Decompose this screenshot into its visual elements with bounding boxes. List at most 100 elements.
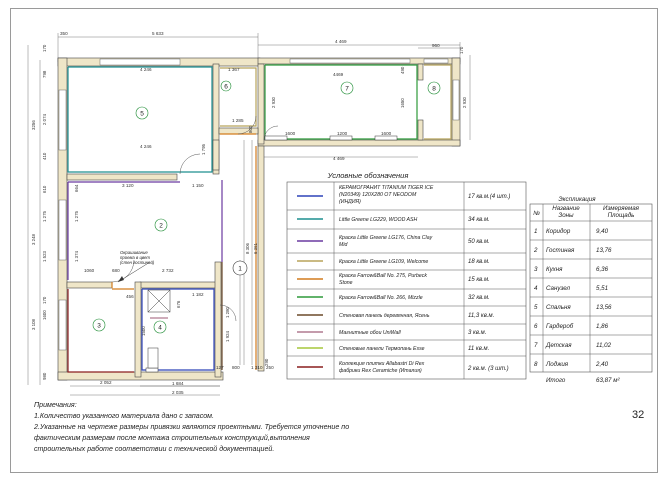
dim-170-top: 170 — [42, 44, 47, 52]
explication-row-7-name: Детская — [545, 342, 572, 349]
room-3-label: 3 — [97, 323, 101, 330]
callout-line3: (стен гостиной) — [120, 260, 155, 265]
dim-1600a: 1600 — [285, 131, 296, 136]
legend-row-10-qty: 2 кв.м. (3 шт.) — [467, 366, 509, 372]
dim-3120: 3 120 — [122, 183, 134, 188]
dim-1500: 1500 — [141, 326, 146, 336]
explication-row-8-area: 2,40 — [595, 361, 609, 368]
dim-490: 490 — [400, 66, 405, 74]
dim-1924: 1 924 — [225, 330, 230, 342]
notes-line-3: фактическим размерам после монтажа строи… — [34, 434, 310, 442]
dim-798: 798 — [42, 70, 47, 78]
dim-1280: 1 280 — [225, 306, 230, 318]
room-1-label: 1 — [238, 266, 242, 273]
dim-4469-bottom: 4 469 — [333, 156, 345, 161]
dim-170-left: 170 — [42, 296, 47, 304]
callout-line2: проема в цвет — [120, 255, 150, 260]
explication-row-6-name: Гардероб — [546, 323, 574, 330]
dim-1795: 1 795 — [201, 143, 206, 155]
legend-table: Условные обозначения — [286, 171, 527, 380]
explication-row-1-name: Коридор — [546, 228, 571, 235]
legend-row-5-line1: Краска Farrow&Ball No. 275, Purbeck — [339, 273, 427, 279]
explication-row-5-num: 5 — [534, 304, 538, 311]
dim-980: 980 — [42, 372, 47, 380]
dim-1285: 1 285 — [232, 118, 244, 123]
explication-row-7-area: 11,02 — [596, 342, 612, 349]
legend-row-4-qty: 18 кв.м. — [468, 259, 490, 265]
legend-row-10-line2: фабрики Rex Ceramiche (Италия) — [339, 368, 422, 374]
room-7-label: 7 — [345, 86, 349, 93]
dim-2930b: 2 930 — [462, 96, 467, 108]
legend-row-1-line1: КЕРАМОГРАНИТ TITANIUM TIGER ICE — [339, 185, 434, 191]
finish-lines — [67, 64, 452, 373]
legend-row-5-qty: 15 кв.м. — [468, 277, 490, 283]
dim-8306: 8 306 — [245, 242, 250, 254]
page-number: 32 — [632, 409, 645, 421]
legend-row-3-qty: 50 кв.м. — [468, 239, 490, 245]
dim-350: 350 — [60, 31, 68, 36]
dim-1150: 1 150 — [192, 183, 204, 188]
explication-row-5-area: 13,56 — [596, 304, 612, 311]
notes-line-1: 1.Количество указанного материала дано с… — [34, 412, 215, 420]
room-5-label: 5 — [140, 111, 144, 118]
legend-row-8-qty: 3 кв.м. — [468, 330, 486, 336]
dim-1684: 1 684 — [172, 381, 184, 386]
explication-row-2-num: 2 — [533, 247, 538, 254]
dim-2052: 2 052 — [100, 380, 112, 385]
explication-row-2-name: Гостиная — [546, 247, 575, 254]
dim-664: 664 — [74, 184, 79, 192]
explication-row-8-num: 8 — [534, 361, 538, 368]
dim-room6-top: 1 367 — [228, 67, 240, 72]
dim-4469-inner: 4469 — [333, 72, 344, 77]
dim-1600b: 1600 — [381, 131, 392, 136]
legend-row-1-line3: (ИНДИЯ) — [339, 199, 361, 205]
dimension-labels: 350 5 633 4 469 960 170 4 246 4 246 1 36… — [31, 31, 467, 395]
legend-row-7-line1: Стеновая панель деревянная, Ясень — [339, 313, 430, 319]
doors — [111, 115, 279, 322]
explication-row-3-name: Кухня — [546, 266, 563, 273]
explication-row-4-area: 5,51 — [596, 285, 608, 292]
dim-1523: 1 523 — [42, 250, 47, 262]
explication-head-num: № — [533, 210, 540, 217]
dim-127: 127 — [216, 365, 224, 370]
legend-row-6-line1: Краска Farrow&Ball No. 266, Mizzle — [339, 295, 423, 301]
legend-row-3-line1: Краска Little Greene LG176, China Clay — [339, 235, 433, 241]
dim-5633: 5 633 — [152, 31, 164, 36]
explication-row-6-area: 1,86 — [596, 323, 609, 330]
dim-4469-top: 4 469 — [335, 39, 347, 44]
dim-1374: 1 374 — [74, 250, 79, 262]
dim-676: 676 — [176, 300, 181, 308]
dim-1275b: 1 275 — [74, 210, 79, 222]
dim-680: 680 — [112, 268, 120, 273]
legend-row-3-line2: Mid — [339, 242, 348, 248]
dim-2930: 2 930 — [271, 96, 276, 108]
legend-row-1-qty: 17 кв.м.(4 шт.) — [468, 194, 510, 200]
legend-row-7-qty: 11,3 кв.м. — [468, 313, 494, 319]
dim-2035: 2 035 — [172, 390, 184, 395]
dim-1275a: 1 275 — [42, 210, 47, 222]
dim-6361: 6 361 — [253, 242, 258, 254]
room-8-label: 8 — [432, 86, 436, 93]
legend-row-9-line1: Стеновые панели Термопань Esse — [339, 346, 425, 352]
dim-800: 800 — [248, 125, 253, 133]
legend-row-2-qty: 34 кв.м. — [468, 217, 490, 223]
dim-1060: 1060 — [84, 268, 95, 273]
legend-row-4-line1: Краска Little Greene LG109, Welcome — [339, 259, 428, 265]
dim-410: 410 — [42, 152, 47, 160]
dim-3108: 3 108 — [31, 318, 36, 330]
room-4-label: 4 — [158, 325, 162, 332]
dim-290: 290 — [264, 358, 269, 366]
dim-2732: 2 732 — [162, 268, 174, 273]
dim-room5-bottom: 4 246 — [140, 144, 152, 149]
room-numbers: 5 6 7 8 2 3 4 1 — [97, 84, 436, 332]
drawing-frame — [10, 8, 658, 473]
explication-row-1-area: 9,40 — [596, 228, 609, 235]
explication-total-value: 63,87 м² — [596, 377, 620, 384]
dim-3256: 3256 — [31, 120, 36, 130]
explication-row-2-area: 13,76 — [596, 247, 612, 254]
explication-head-area-2: Площадь — [608, 212, 635, 219]
dim-1650: 1650 — [400, 98, 405, 108]
dim-1200: 1200 — [337, 131, 348, 136]
explication-head-name-1: Название — [552, 205, 580, 212]
